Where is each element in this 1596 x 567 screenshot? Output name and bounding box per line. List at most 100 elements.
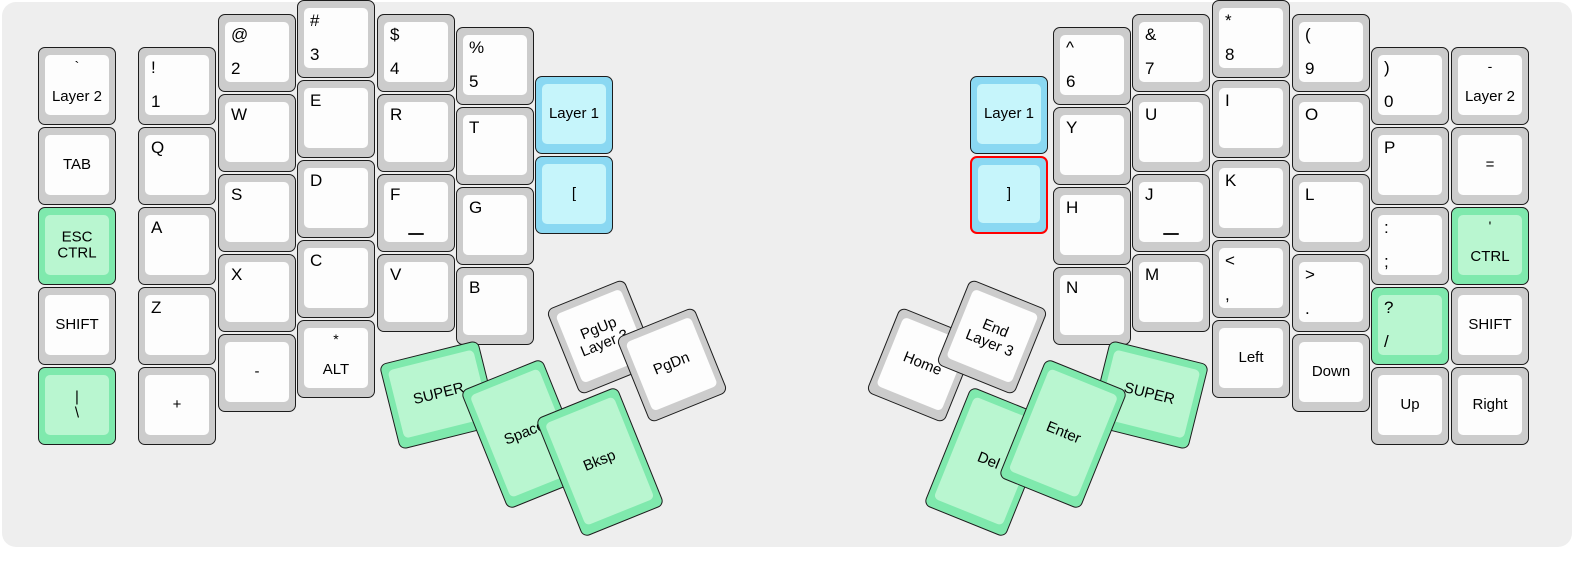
- key-minus[interactable]: -: [218, 334, 296, 412]
- key-6-legend-top: ^: [1066, 38, 1074, 57]
- key-shift-left[interactable]: SHIFT: [38, 287, 116, 365]
- key-m-legend: M: [1145, 265, 1160, 284]
- key-8-legend-bottom: 8: [1225, 45, 1235, 65]
- key-6-cap: ^6: [1060, 35, 1124, 95]
- key-m-cap: M: [1139, 262, 1203, 322]
- key-q[interactable]: Q: [138, 127, 216, 205]
- key-minus-layer2[interactable]: -Layer 2: [1451, 47, 1529, 125]
- key-4-legend-bottom: 4: [390, 59, 400, 79]
- key-comma-cap: <,: [1219, 248, 1283, 308]
- key-3[interactable]: #3: [297, 0, 375, 78]
- key-s-legend: S: [231, 185, 243, 204]
- key-g-cap: G: [463, 195, 527, 255]
- key-b-legend: B: [469, 278, 481, 297]
- key-w[interactable]: W: [218, 94, 296, 172]
- key-bracket-right[interactable]: ]: [970, 156, 1048, 234]
- key-i-legend: I: [1225, 91, 1230, 110]
- key-up[interactable]: Up: [1371, 367, 1449, 445]
- thumb-pgdn-legend: PgDn: [650, 348, 693, 379]
- key-6[interactable]: ^6: [1053, 27, 1131, 105]
- key-quote-ctrl-legend-top: ': [1488, 218, 1492, 234]
- key-s-cap: S: [225, 182, 289, 242]
- key-tab-legend: TAB: [62, 156, 92, 174]
- key-comma[interactable]: <,: [1212, 240, 1290, 318]
- key-8[interactable]: *8: [1212, 0, 1290, 78]
- key-grave-layer2[interactable]: `Layer 2: [38, 47, 116, 125]
- key-5-cap: %5: [463, 35, 527, 95]
- key-i[interactable]: I: [1212, 80, 1290, 158]
- key-tab-cap: TAB: [45, 135, 109, 195]
- key-alt-legend-top: *: [333, 331, 339, 347]
- key-f-cap: F: [384, 182, 448, 242]
- key-down[interactable]: Down: [1292, 334, 1370, 412]
- key-f-legend: F: [390, 185, 401, 204]
- key-bracket-left-legend: [: [571, 185, 577, 203]
- key-grave-layer2-legend-bottom: Layer 2: [51, 87, 103, 105]
- key-s[interactable]: S: [218, 174, 296, 252]
- key-v[interactable]: V: [377, 254, 455, 332]
- key-k[interactable]: K: [1212, 160, 1290, 238]
- key-n[interactable]: N: [1053, 267, 1131, 345]
- key-h-cap: H: [1060, 195, 1124, 255]
- key-semicolon[interactable]: :;: [1371, 207, 1449, 285]
- key-esc-ctrl-legend-top: ESC: [61, 228, 93, 246]
- key-5[interactable]: %5: [456, 27, 534, 105]
- key-1[interactable]: !1: [138, 47, 216, 125]
- key-quote-ctrl[interactable]: 'CTRL: [1451, 207, 1529, 285]
- key-a[interactable]: A: [138, 207, 216, 285]
- key-7[interactable]: &7: [1132, 14, 1210, 92]
- key-g[interactable]: G: [456, 187, 534, 265]
- key-alt[interactable]: *ALT: [297, 320, 375, 398]
- key-l-legend: L: [1305, 185, 1315, 204]
- key-0-legend-bottom: 0: [1384, 92, 1394, 112]
- key-y[interactable]: Y: [1053, 107, 1131, 185]
- key-r[interactable]: R: [377, 94, 455, 172]
- key-9[interactable]: (9: [1292, 14, 1370, 92]
- key-u[interactable]: U: [1132, 94, 1210, 172]
- key-e-cap: E: [304, 88, 368, 148]
- key-q-legend: Q: [151, 138, 165, 157]
- key-z-cap: Z: [145, 295, 209, 355]
- key-9-cap: (9: [1299, 22, 1363, 82]
- key-o[interactable]: O: [1292, 94, 1370, 172]
- key-f[interactable]: F: [377, 174, 455, 252]
- key-m[interactable]: M: [1132, 254, 1210, 332]
- key-e[interactable]: E: [297, 80, 375, 158]
- key-y-legend: Y: [1066, 118, 1078, 137]
- key-j[interactable]: J: [1132, 174, 1210, 252]
- key-h-legend: H: [1066, 198, 1079, 217]
- key-6-legend-bottom: 6: [1066, 72, 1076, 92]
- key-left[interactable]: Left: [1212, 320, 1290, 398]
- key-d-cap: D: [304, 168, 368, 228]
- key-d[interactable]: D: [297, 160, 375, 238]
- key-4[interactable]: $4: [377, 14, 455, 92]
- key-layer1-left[interactable]: Layer 1: [535, 76, 613, 154]
- key-equals[interactable]: =: [1451, 127, 1529, 205]
- key-0[interactable]: )0: [1371, 47, 1449, 125]
- key-pipe-backslash[interactable]: |\: [38, 367, 116, 445]
- key-x[interactable]: X: [218, 254, 296, 332]
- key-tab[interactable]: TAB: [38, 127, 116, 205]
- key-b[interactable]: B: [456, 267, 534, 345]
- key-l[interactable]: L: [1292, 174, 1370, 252]
- key-a-cap: A: [145, 215, 209, 275]
- key-z[interactable]: Z: [138, 287, 216, 365]
- key-bracket-left[interactable]: [: [535, 156, 613, 234]
- key-t[interactable]: T: [456, 107, 534, 185]
- key-layer1-right[interactable]: Layer 1: [970, 76, 1048, 154]
- key-2[interactable]: @2: [218, 14, 296, 92]
- key-p[interactable]: P: [1371, 127, 1449, 205]
- key-right[interactable]: Right: [1451, 367, 1529, 445]
- key-c[interactable]: C: [297, 240, 375, 318]
- key-slash[interactable]: ?/: [1371, 287, 1449, 365]
- key-u-cap: U: [1139, 102, 1203, 162]
- key-h[interactable]: H: [1053, 187, 1131, 265]
- key-plus[interactable]: +: [138, 367, 216, 445]
- key-period[interactable]: >.: [1292, 254, 1370, 332]
- key-layer1-left-cap: Layer 1: [542, 84, 606, 144]
- key-shift-right[interactable]: SHIFT: [1451, 287, 1529, 365]
- key-up-cap: Up: [1378, 375, 1442, 435]
